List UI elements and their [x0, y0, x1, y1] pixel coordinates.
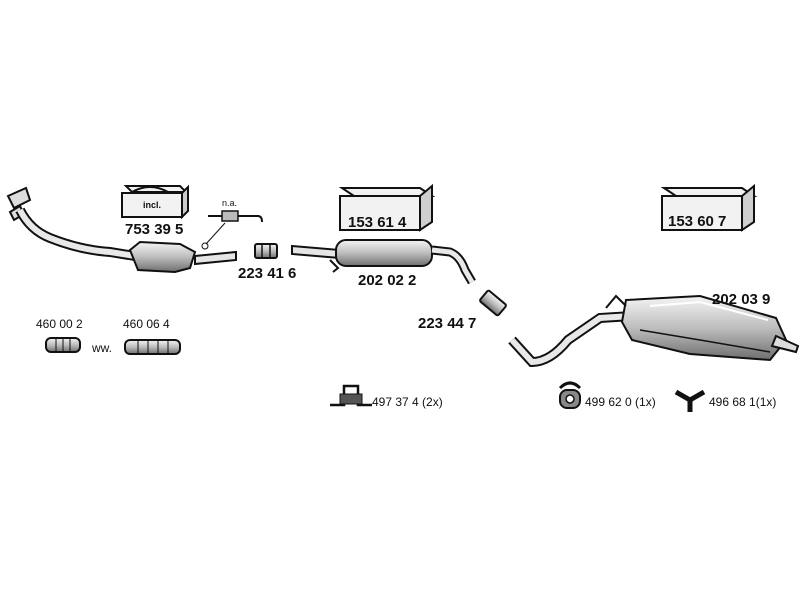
catalyst-part-number: 753 39 5: [125, 221, 184, 238]
flex-short-part-number: 460 00 2: [36, 317, 83, 331]
rubber-hanger-icon[interactable]: [674, 389, 706, 412]
flex-long-part-number: 460 06 4: [123, 317, 170, 331]
rubber-ring-label: 499 62 0 (1x): [585, 395, 656, 409]
rubber-hanger-label: 496 68 1(1x): [709, 395, 777, 409]
clamp-front[interactable]: [254, 243, 278, 259]
flex-pipe-long[interactable]: [124, 339, 181, 355]
middle-silencer-part-number: 202 02 2: [358, 272, 417, 289]
lambda-sensor[interactable]: [201, 210, 263, 250]
catalytic-converter[interactable]: [128, 240, 237, 274]
flex-pipe-short[interactable]: [45, 337, 81, 353]
middle-box-part-number: 153 61 4: [348, 214, 407, 231]
rubber-ring-icon[interactable]: [558, 381, 582, 409]
clamp-front-part-number: 223 41 6: [238, 265, 297, 282]
catalyst-box: [121, 184, 189, 220]
rear-silencer[interactable]: [508, 294, 800, 368]
alternative-note: ww.: [92, 341, 113, 355]
middle-silencer[interactable]: [291, 239, 476, 285]
rear-silencer-part-number: 202 03 9: [712, 291, 771, 308]
rear-box: [660, 183, 758, 232]
middle-box: [338, 183, 436, 232]
clamp-rear-part-number: 223 44 7: [418, 315, 477, 332]
sensor-note: n.a.: [222, 198, 238, 208]
mounting-bracket-icon[interactable]: [330, 384, 372, 407]
front-pipe[interactable]: [6, 186, 136, 261]
catalyst-box-label: incl.: [143, 200, 162, 210]
rear-box-part-number: 153 60 7: [668, 213, 727, 230]
clamp-rear[interactable]: [479, 289, 507, 317]
bracket-label: 497 37 4 (2x): [372, 395, 443, 409]
